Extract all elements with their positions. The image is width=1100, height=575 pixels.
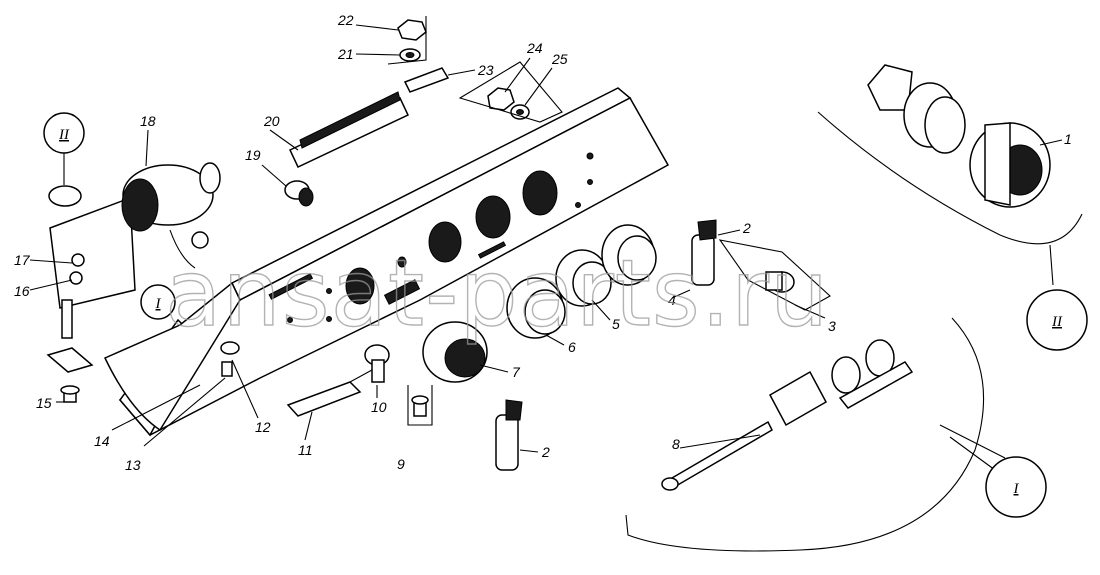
label-7: 7	[512, 364, 521, 380]
label-11: 11	[298, 442, 313, 458]
svg-text:II: II	[1051, 314, 1063, 330]
part-6-gauge	[506, 277, 566, 339]
detail-marker-ii-right: II	[1026, 289, 1088, 351]
part-21-washer	[399, 48, 421, 62]
terminal-block	[289, 91, 409, 168]
part-2-lamp-socket-bottom	[495, 399, 523, 471]
part-12-washer	[220, 341, 240, 355]
label-13: 13	[125, 457, 141, 473]
part-11-strip	[286, 369, 373, 417]
label-3: 3	[828, 318, 836, 334]
leader-part-3	[718, 239, 831, 311]
label-1: 1	[1064, 131, 1072, 147]
label-5: 5	[612, 316, 620, 332]
leader-parts-21-23	[387, 16, 427, 65]
part-22-nut	[397, 19, 427, 41]
part-25-washer	[510, 104, 530, 120]
label-22: 22	[337, 12, 354, 28]
label-12: 12	[255, 419, 271, 435]
label-14: 14	[94, 433, 110, 449]
part-23-bracket	[403, 67, 450, 93]
detail-i-boundary	[625, 317, 985, 552]
part-9-screw	[411, 395, 429, 417]
label-4: 4	[668, 292, 676, 308]
part-10-bolt	[364, 344, 390, 383]
label-21: 21	[337, 46, 354, 62]
part-labels: 1 2 2 3 4 5 6 7 8 9 10 11 12 13 14 15 16…	[14, 12, 1072, 473]
svg-text:I: I	[1013, 481, 1020, 497]
leader-part-9	[407, 385, 433, 426]
detail-ii-boundary	[817, 111, 1083, 245]
part-5-gauge	[555, 249, 612, 307]
label-10: 10	[371, 399, 387, 415]
part-2-lamp-socket-top	[691, 219, 717, 286]
label-18: 18	[140, 113, 156, 129]
part-3-screw	[765, 271, 795, 293]
label-15: 15	[36, 395, 52, 411]
switch-assembly	[48, 162, 221, 339]
label-6: 6	[568, 339, 576, 355]
label-19: 19	[245, 147, 261, 163]
part-4-gauge	[601, 224, 657, 286]
label-23: 23	[477, 62, 494, 78]
part-7-gauge	[422, 321, 488, 383]
detail-i-bushings	[768, 339, 914, 427]
leader-lines	[29, 24, 1063, 471]
part-19-bushing	[284, 180, 314, 207]
svg-text:I: I	[155, 296, 162, 312]
label-16: 16	[14, 283, 30, 299]
label-24: 24	[526, 40, 543, 56]
part-clip	[46, 347, 94, 373]
leader-parts-24-25	[458, 61, 563, 123]
detail-marker-i-right: I	[985, 456, 1047, 518]
label-25: 25	[551, 51, 568, 67]
part-15-screw	[60, 385, 80, 403]
detail-ii-assembly	[867, 64, 1051, 208]
detail-marker-i-left: I	[140, 284, 176, 320]
label-20: 20	[263, 113, 280, 129]
svg-text:II: II	[58, 127, 70, 143]
part-24-nut	[487, 87, 515, 111]
label-8: 8	[672, 436, 680, 452]
watermark: ansat-parts.ru	[165, 240, 829, 347]
dashboard-panel	[103, 87, 670, 437]
part-8-pin	[661, 420, 773, 491]
part-13-screw	[221, 361, 233, 377]
label-2-bottom: 2	[541, 444, 550, 460]
detail-marker-ii-left: II	[43, 112, 85, 154]
label-9: 9	[397, 456, 405, 472]
label-17: 17	[14, 252, 31, 268]
label-2-top: 2	[742, 220, 751, 236]
